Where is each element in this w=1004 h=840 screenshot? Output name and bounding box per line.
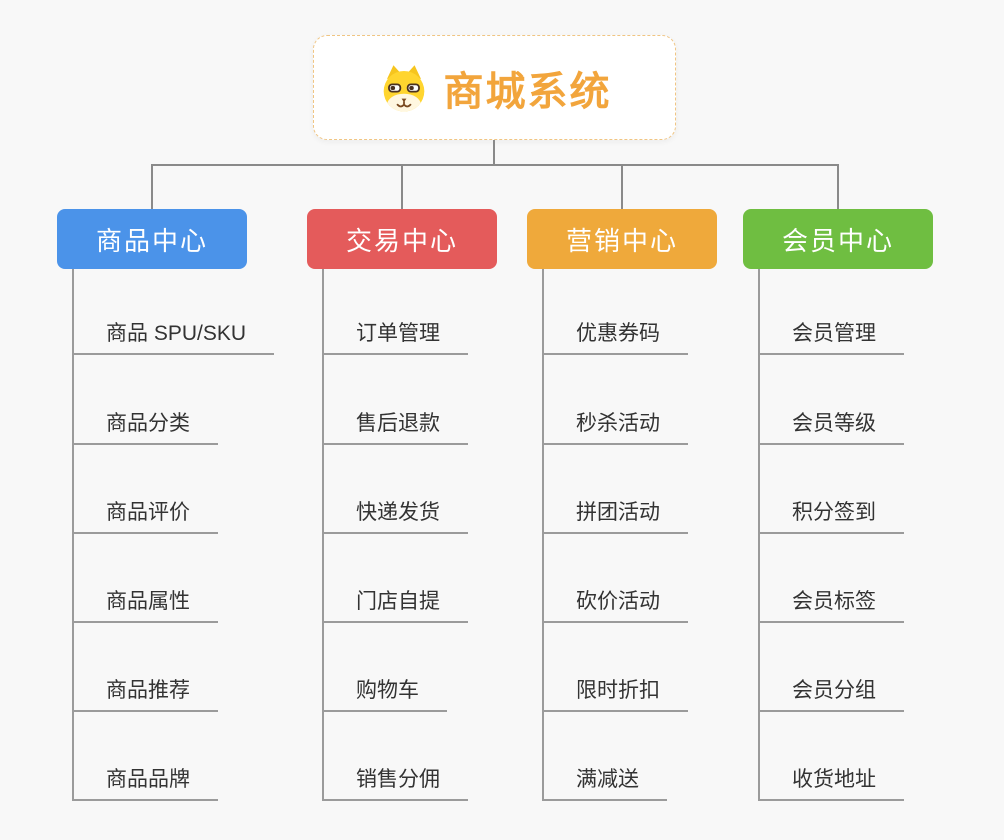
connector-rail — [151, 164, 839, 166]
sub-topic-trade-center-1[interactable]: 订单管理 — [322, 319, 468, 355]
root-node[interactable]: 商城系统 — [313, 35, 676, 140]
sub-topic-member-center-5[interactable]: 会员分组 — [758, 676, 904, 712]
connector-drop-1 — [151, 164, 153, 210]
sub-topic-product-center-1[interactable]: 商品 SPU/SKU — [72, 319, 275, 355]
sub-topic-marketing-center-5[interactable]: 限时折扣 — [542, 676, 688, 712]
sub-topic-marketing-center-2[interactable]: 秒杀活动 — [542, 409, 688, 445]
sub-topic-member-center-3[interactable]: 积分签到 — [758, 498, 904, 534]
connector-drop-3 — [621, 164, 623, 210]
sub-topic-trade-center-4[interactable]: 门店自提 — [322, 587, 468, 623]
branch-node-member-center[interactable]: 会员中心 — [743, 209, 933, 269]
sub-rail-marketing-center — [542, 269, 544, 801]
connector-drop-4 — [837, 164, 839, 210]
branch-node-trade-center[interactable]: 交易中心 — [307, 209, 497, 269]
branch-node-marketing-center[interactable]: 营销中心 — [527, 209, 717, 269]
sub-topic-product-center-5[interactable]: 商品推荐 — [72, 676, 218, 712]
sub-topic-product-center-3[interactable]: 商品评价 — [72, 498, 218, 534]
connector-drop-2 — [401, 164, 403, 210]
sub-topic-member-center-6[interactable]: 收货地址 — [758, 765, 904, 801]
root-title: 商城系统 — [443, 69, 612, 114]
sub-topic-trade-center-2[interactable]: 售后退款 — [322, 409, 468, 445]
sub-topic-member-center-2[interactable]: 会员等级 — [758, 409, 904, 445]
dog-face-icon — [383, 64, 424, 112]
connector-root-drop — [493, 140, 495, 166]
sub-topic-trade-center-5[interactable]: 购物车 — [322, 676, 447, 712]
sub-topic-member-center-4[interactable]: 会员标签 — [758, 587, 904, 623]
sub-topic-trade-center-3[interactable]: 快递发货 — [322, 498, 468, 534]
sub-rail-product-center — [72, 269, 74, 801]
sub-rail-member-center — [758, 269, 760, 801]
sub-topic-member-center-1[interactable]: 会员管理 — [758, 319, 904, 355]
sub-topic-marketing-center-1[interactable]: 优惠券码 — [542, 319, 688, 355]
sub-topic-trade-center-6[interactable]: 销售分佣 — [322, 765, 468, 801]
sub-topic-marketing-center-6[interactable]: 满减送 — [542, 765, 667, 801]
sub-topic-product-center-4[interactable]: 商品属性 — [72, 587, 218, 623]
sub-topic-product-center-2[interactable]: 商品分类 — [72, 409, 218, 445]
sub-topic-marketing-center-4[interactable]: 砍价活动 — [542, 587, 688, 623]
branch-node-product-center[interactable]: 商品中心 — [57, 209, 247, 269]
sub-topic-product-center-6[interactable]: 商品品牌 — [72, 765, 218, 801]
sub-topic-marketing-center-3[interactable]: 拼团活动 — [542, 498, 688, 534]
sub-rail-trade-center — [322, 269, 324, 801]
